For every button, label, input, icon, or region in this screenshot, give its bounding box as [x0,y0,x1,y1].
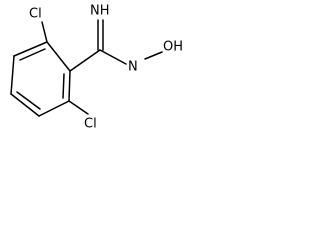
atom-label-cl-bottom: Cl [84,117,97,132]
ring-bond-c2-c3 [13,41,48,57]
bond-c6-cl-bottom [68,100,89,115]
chemical-structure-diagram: Cl Cl NH N OH [10,4,183,132]
atom-label-cl-top: Cl [29,7,42,22]
ring-double-bond-c4-c5 [16,91,41,110]
ring-double-bond-c6-c1 [62,73,65,99]
ring-bond-c3-c4 [10,55,15,95]
bond-c-n [99,49,127,65]
ring-double-bond-c2-c3 [19,48,46,61]
bond-c2-cl-top [41,21,48,43]
bond-ring-amidine-carbon [69,49,101,72]
atom-label-oh: OH [163,40,183,55]
atom-label-n: N [128,60,138,75]
ring-bond-c5-c6 [38,100,70,117]
bond-n-oh [144,51,163,60]
atom-label-nh: NH [90,4,110,19]
ring-bond-c1-c2 [46,41,71,72]
benzene-ring [10,41,71,117]
ring-bond-c6-c1 [68,70,71,102]
ring-bond-c4-c5 [10,93,40,117]
